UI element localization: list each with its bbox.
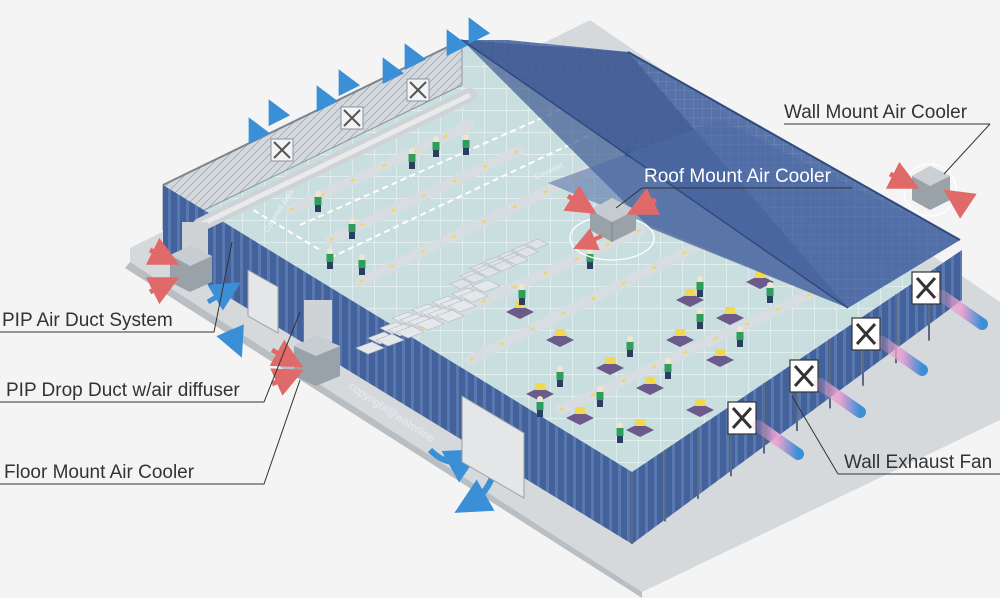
air-duct — [193, 88, 477, 232]
wall-exhaust-fan-icon — [727, 401, 804, 460]
floor-mount-air-cooler-center — [269, 300, 340, 396]
workstation — [636, 377, 664, 395]
airflow-arrow-icon — [468, 17, 491, 45]
worker-icon — [696, 276, 704, 297]
airflow-arrow-icon — [316, 85, 339, 113]
wall-mount-air-cooler — [885, 161, 977, 219]
label-pip-drop-duct: PIP Drop Duct w/air diffuser — [6, 380, 240, 401]
storage-crate — [449, 278, 473, 290]
airflow-arrow-icon — [404, 43, 427, 71]
workstation — [706, 349, 734, 367]
storage-crate — [463, 272, 487, 284]
conveyor-belt — [465, 240, 705, 365]
storage-crate — [395, 325, 425, 339]
worker-icon — [596, 386, 604, 407]
worker-icon — [556, 366, 564, 387]
airflow-arrow-icon — [248, 117, 271, 145]
worker-icon — [536, 396, 544, 417]
wall-exhaust-fan-icon — [406, 78, 430, 102]
worker-icon — [616, 422, 624, 443]
workstation — [746, 271, 774, 289]
storage-crate — [355, 341, 385, 355]
storage-crate — [447, 299, 477, 313]
storage-crate — [505, 254, 529, 266]
airflow-arrow-icon — [814, 378, 866, 418]
workstation — [666, 329, 694, 347]
worker-icon — [408, 148, 416, 169]
worker-icon — [664, 358, 672, 379]
label-floor-mount-air-cooler: Floor Mount Air Cooler — [4, 462, 195, 483]
storage-crate — [471, 279, 501, 293]
worker-icon — [348, 218, 356, 239]
storage-crate — [415, 317, 445, 331]
wall-exhaust-fan-icon — [789, 359, 866, 418]
wall-exhaust-fans — [727, 271, 988, 460]
worker-icon — [736, 326, 744, 347]
workstation — [566, 407, 594, 425]
worker-icon — [326, 248, 334, 269]
airflow-arrow-icon — [268, 99, 291, 127]
worker-icon — [586, 248, 594, 269]
worker-icon — [462, 134, 470, 155]
worker-icon — [358, 254, 366, 275]
wall-exhaust-fan-icon — [911, 271, 988, 330]
back-wall-exhaust-fans — [270, 78, 430, 162]
airflow-arrow-icon — [876, 336, 928, 376]
workstation — [596, 357, 624, 375]
worker-icon — [766, 282, 774, 303]
storage-crate — [375, 333, 405, 347]
storage-crate — [459, 289, 489, 303]
worker-icon — [314, 191, 322, 212]
wall-exhaust-fan-icon — [270, 138, 294, 162]
airflow-arrow-icon — [446, 29, 469, 57]
worker-icon — [432, 136, 440, 157]
label-pip-air-duct-system: PIP Air Duct System — [2, 310, 173, 331]
roof — [461, 39, 961, 309]
conveyor-belt — [355, 165, 595, 287]
leader-lines — [0, 123, 1000, 485]
airflow-arrow-icon — [936, 290, 988, 330]
storage-crates — [355, 238, 549, 355]
roof-mount-air-cooler — [563, 185, 661, 261]
worker-icon — [518, 284, 526, 305]
storage-crate — [525, 238, 549, 250]
storage-crate — [435, 309, 465, 323]
floor-mount-air-cooler-left — [145, 222, 241, 311]
airflow-arrow-icon — [382, 57, 405, 85]
label-wall-exhaust-fan: Wall Exhaust Fan — [844, 452, 993, 473]
workstation — [716, 307, 744, 325]
workstations — [506, 271, 774, 437]
workers — [314, 134, 774, 443]
floor-walkways — [244, 109, 591, 259]
left-wall-doors — [247, 269, 525, 499]
workstation — [546, 329, 574, 347]
conveyor-system — [285, 120, 825, 415]
workstation — [686, 399, 714, 417]
workstation — [526, 383, 554, 401]
worker-icon — [626, 336, 634, 357]
airflow-arrow-icon — [752, 420, 804, 460]
storage-crate — [477, 266, 501, 278]
airflow-arrow-icon — [338, 69, 361, 97]
back-wall-airflow-arrows — [248, 17, 491, 145]
storage-crate — [491, 260, 515, 272]
label-wall-mount-air-cooler: Wall Mount Air Cooler — [784, 102, 968, 123]
storage-crate — [515, 246, 539, 258]
label-roof-mount-air-cooler: Roof Mount Air Cooler — [644, 166, 831, 187]
worker-icon — [696, 308, 704, 329]
wall-exhaust-fan-icon — [340, 106, 364, 130]
workstation — [626, 419, 654, 437]
wall-exhaust-fan-icon — [851, 317, 928, 376]
